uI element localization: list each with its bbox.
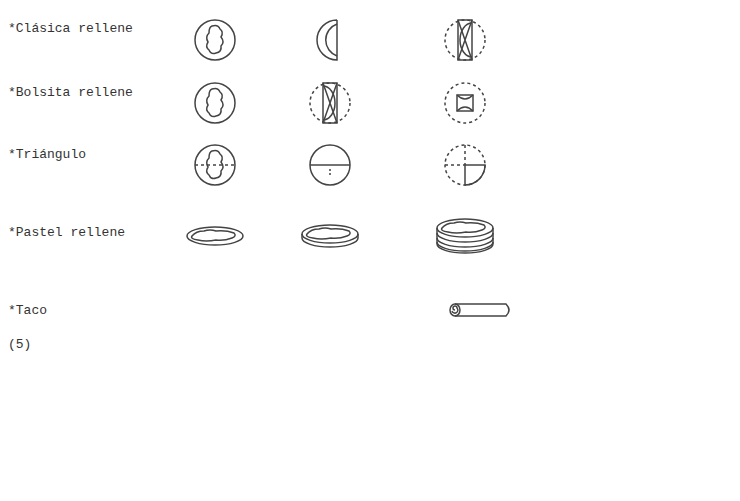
clasica-figures xyxy=(195,20,485,60)
triangulo-figures xyxy=(195,145,485,185)
bolsita-figures xyxy=(195,83,485,123)
row-label: *Pastel rellene xyxy=(8,226,125,239)
row-label: *Clásica rellene xyxy=(8,22,133,35)
row-label: *Triángulo xyxy=(8,148,86,161)
taco-figure xyxy=(450,304,509,316)
row-label: *Bolsita rellene xyxy=(8,86,133,99)
row-label: *Taco xyxy=(8,304,47,317)
figure-number: (5) xyxy=(8,338,31,351)
pastel-figures xyxy=(187,219,493,253)
